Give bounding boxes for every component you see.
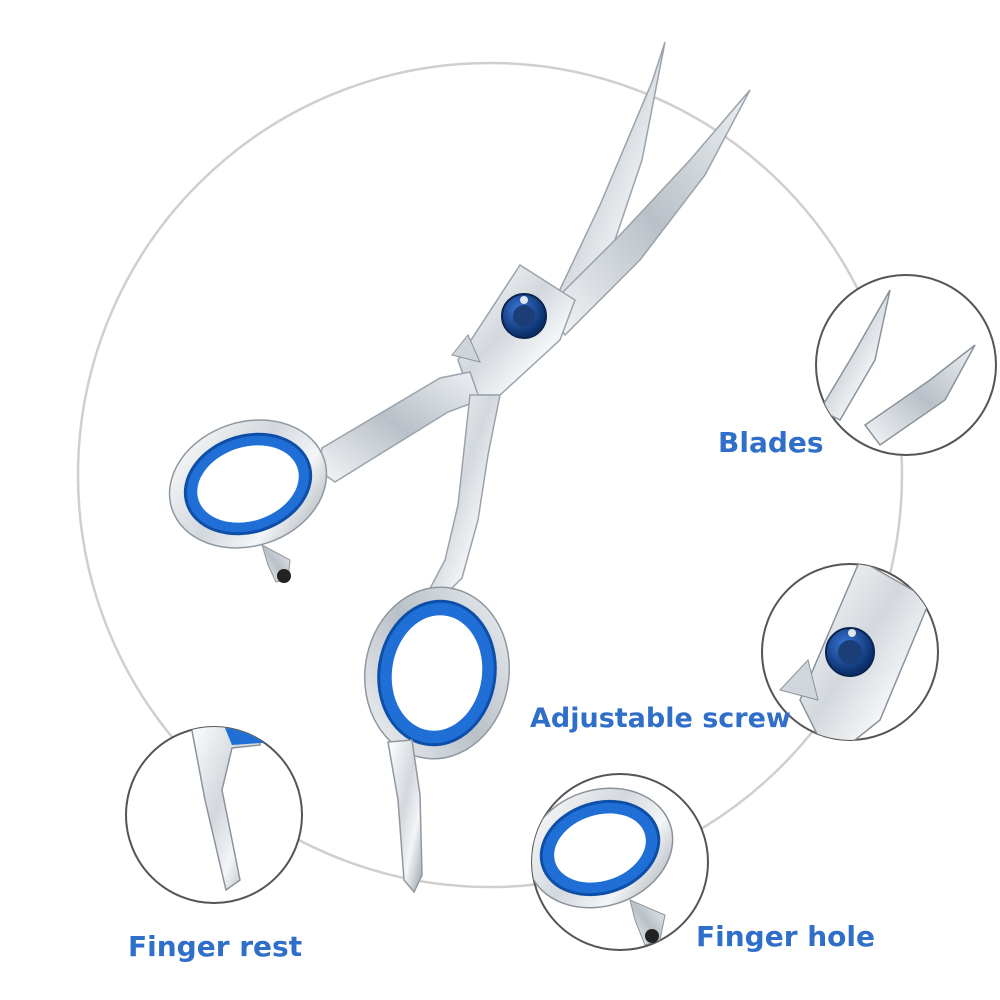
upper-handle-arm <box>317 371 481 483</box>
detail-circle-screw <box>761 563 939 741</box>
detail-circle-finger-hole <box>531 773 709 951</box>
finger-ring-upper <box>168 419 328 583</box>
pivot-screw <box>501 293 547 339</box>
lower-handle-shank <box>423 394 501 601</box>
detail-circle-finger-rest <box>125 726 303 904</box>
adjustable-screw-label: Adjustable screw <box>530 703 791 734</box>
blades-label: Blades <box>718 426 824 459</box>
tang <box>451 334 481 363</box>
finger-rest-label: Finger rest <box>128 930 303 963</box>
finger-ring-lower <box>363 586 511 760</box>
finger-rest <box>387 739 423 894</box>
guide-circle <box>76 61 904 889</box>
finger-hole-label: Finger hole <box>696 920 876 953</box>
scissors <box>168 41 751 894</box>
detail-circle-blades <box>815 274 997 456</box>
